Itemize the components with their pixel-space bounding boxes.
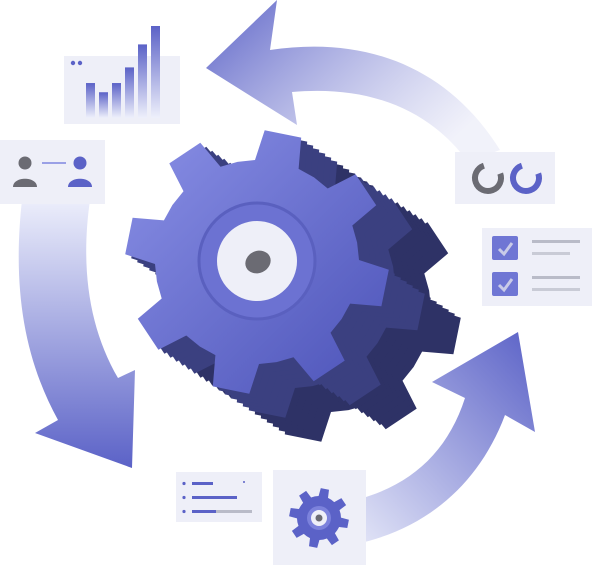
donut-chart: [510, 162, 542, 194]
arrow-bottom-right: [330, 332, 535, 548]
donut-chart: [472, 162, 504, 194]
bar: [86, 83, 95, 118]
bar: [151, 26, 160, 118]
text-line: [532, 288, 580, 291]
bar: [138, 44, 147, 118]
bullet: [182, 509, 186, 514]
bar: [99, 92, 108, 118]
text-line: [532, 276, 580, 279]
bar: [125, 67, 134, 118]
donut-charts: [472, 162, 542, 194]
progress-fill: [192, 510, 216, 513]
checklist-card: [482, 228, 592, 306]
user-icon: [68, 156, 92, 187]
bar-chart: [86, 26, 160, 118]
bullet: [182, 481, 186, 486]
gear-hole: [245, 250, 271, 274]
progress-track: [192, 510, 252, 513]
arrow-left: [18, 200, 135, 468]
gear-icon: [125, 130, 461, 442]
users-card: [0, 140, 105, 204]
progress-fill: [192, 482, 213, 485]
bar-chart-card: [64, 26, 180, 124]
donut-card: [455, 152, 555, 204]
bar: [112, 83, 121, 118]
bullet: [182, 495, 186, 500]
small-gear-card: [273, 470, 366, 565]
card-dot: [70, 60, 76, 66]
small-gear-icon: [289, 488, 349, 548]
checkbox-icon: [492, 272, 518, 296]
progress-card: [176, 472, 262, 522]
arrow-top: [206, 0, 500, 162]
card-dot: [77, 60, 83, 66]
progress-bars: [182, 481, 252, 514]
text-line: [532, 252, 570, 255]
text-line: [532, 240, 580, 243]
user-icon: [13, 156, 37, 187]
small-gear-hole: [315, 514, 323, 522]
checkbox-icon: [492, 236, 518, 260]
progress-fill: [192, 496, 237, 499]
